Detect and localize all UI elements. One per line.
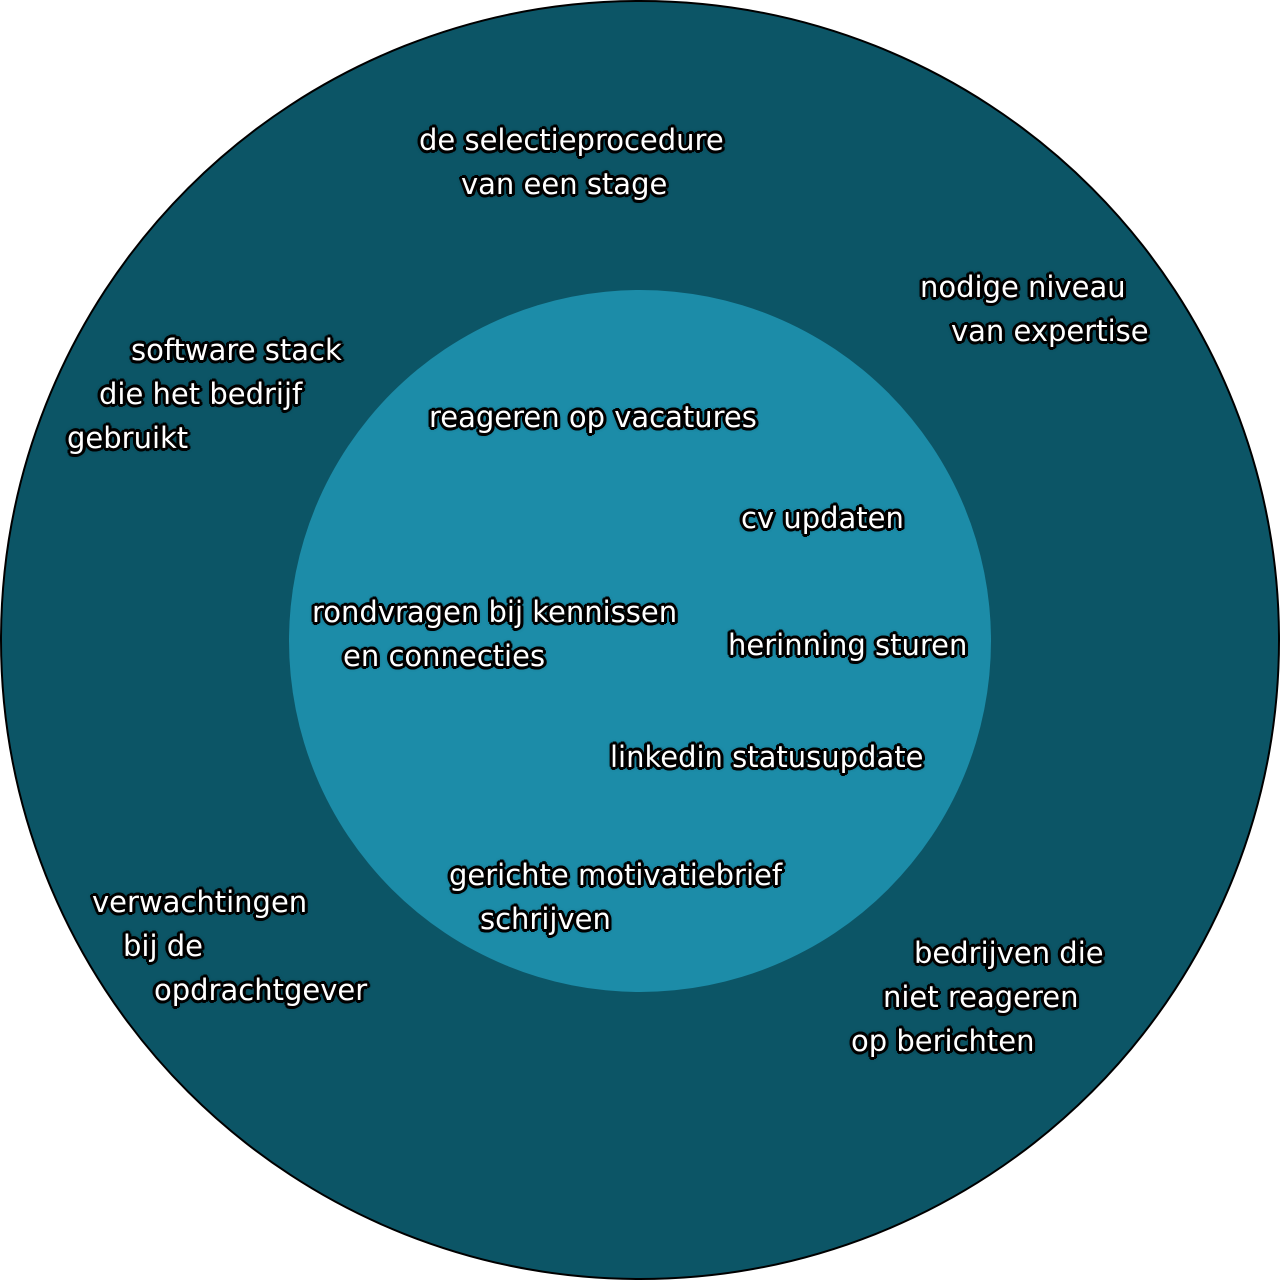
inner-circle: [289, 290, 991, 992]
label-linkedin-statusupdate: linkedin statusupdate: [610, 740, 924, 774]
label-reageren-vacatures: reageren op vacatures: [429, 400, 757, 434]
label-cv-updaten: cv updaten: [741, 501, 904, 535]
label-verwachtingen: verwachtingen bij de opdrachtgever: [92, 885, 368, 1007]
label-rondvragen: rondvragen bij kennissen en connecties: [312, 595, 678, 673]
label-bedrijven: bedrijven die niet reageren op berichten: [851, 936, 1104, 1058]
label-software-stack: software stack die het bedrijf gebruikt: [67, 333, 342, 455]
label-niveau-expertise: nodige niveau van expertise: [920, 270, 1149, 348]
label-selectieprocedure: de selectieprocedure van een stage: [419, 123, 724, 201]
label-herinnering-sturen: herinning sturen: [728, 628, 968, 662]
label-motivatiebrief: gerichte motivatiebrief schrijven: [449, 858, 783, 936]
